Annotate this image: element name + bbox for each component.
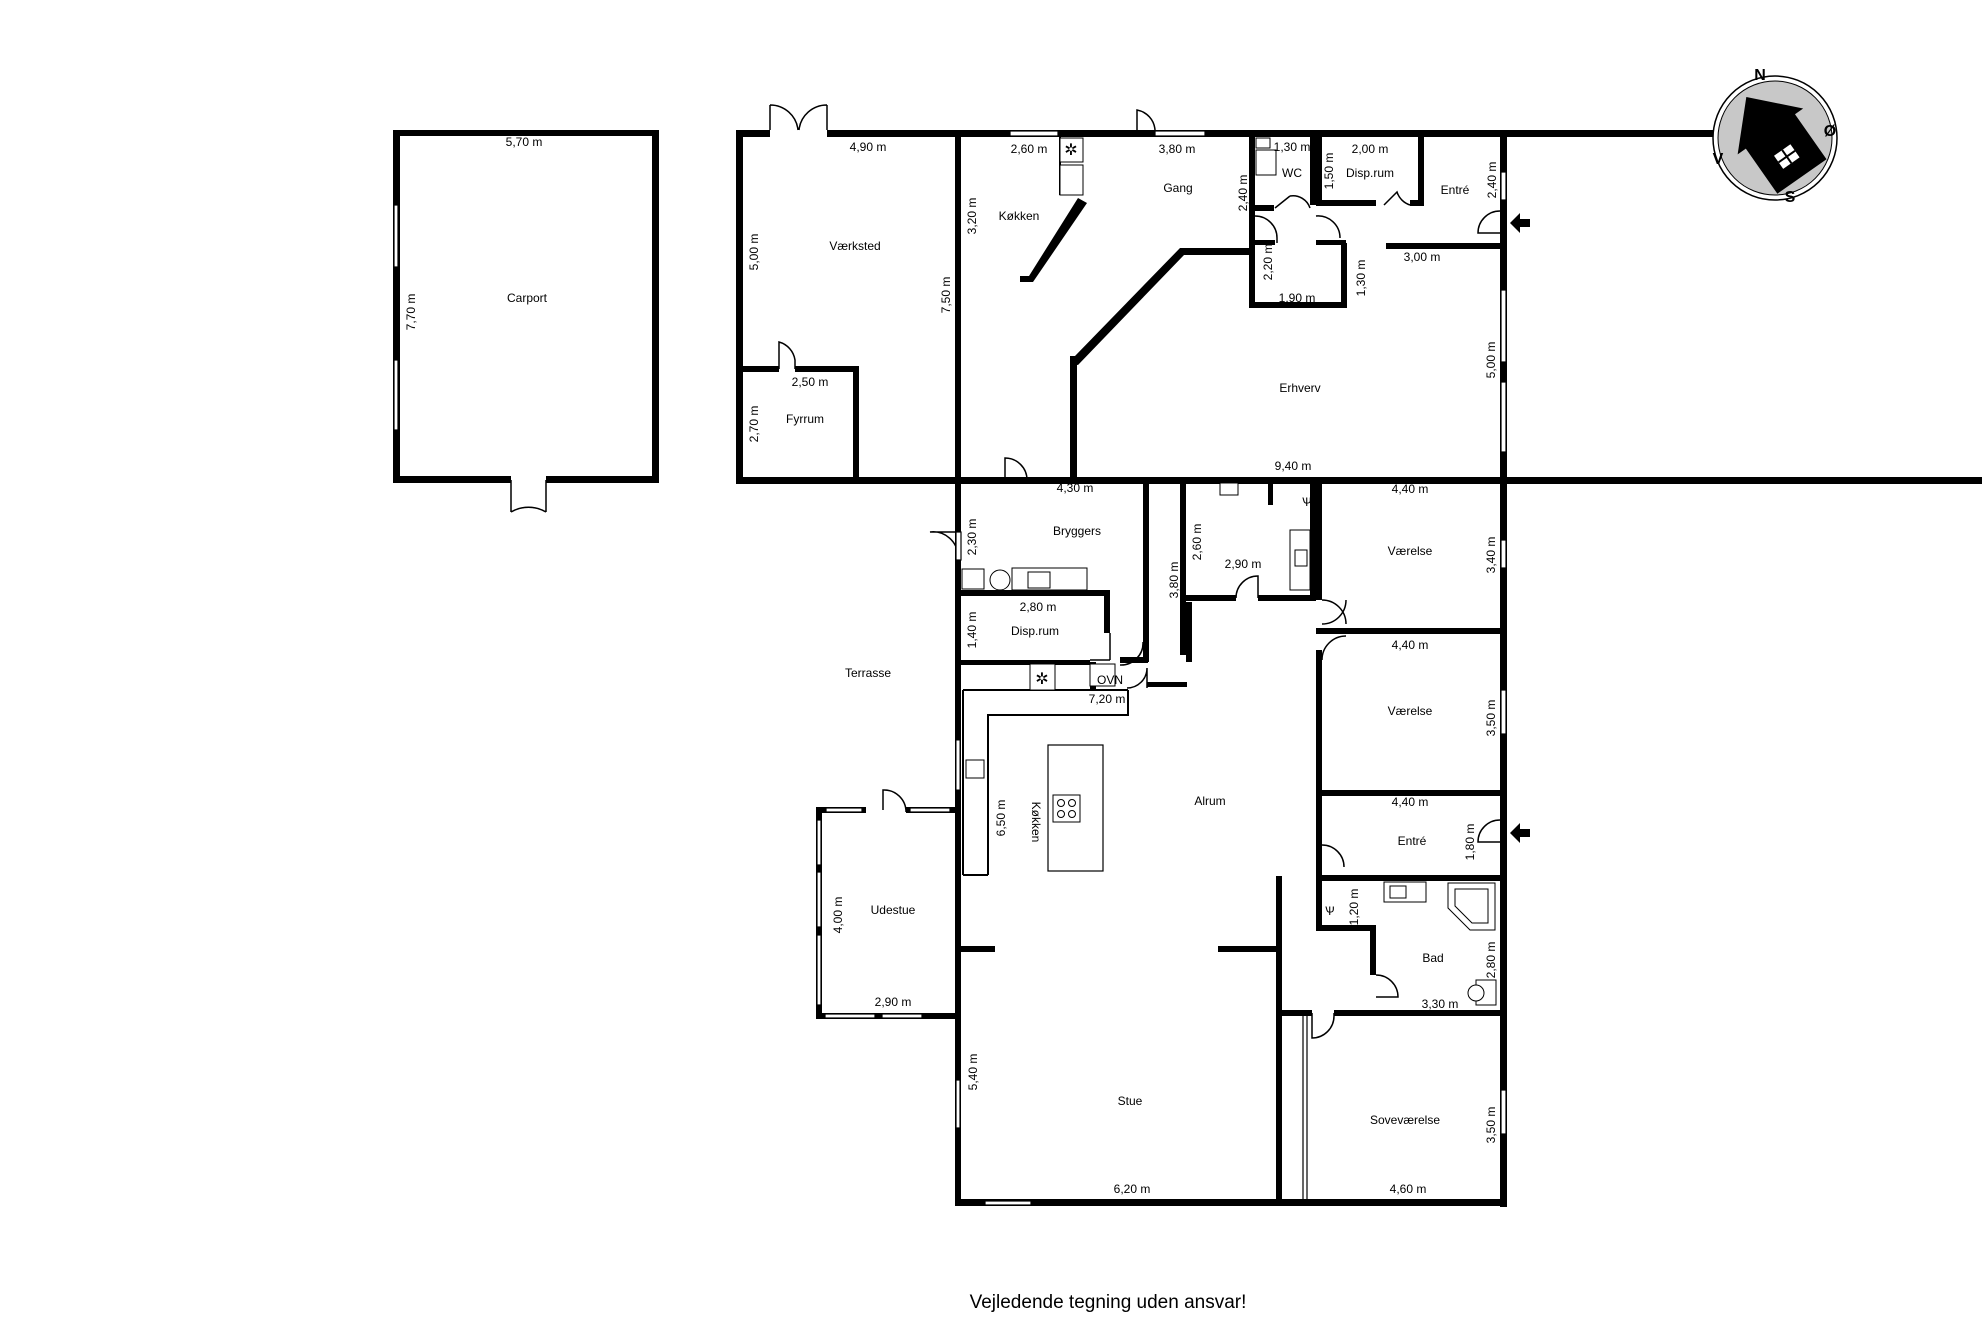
disclaimer-text: Vejledende tegning uden ansvar!	[970, 1292, 1247, 1313]
dim-hall-w: 1,90 m	[1279, 291, 1316, 305]
dim-stue-w: 6,20 m	[1114, 1182, 1151, 1196]
room-carport: Carport	[507, 291, 548, 305]
dim-disprum-w: 2,00 m	[1352, 142, 1389, 156]
dim-bad-h2: 2,80 m	[1484, 942, 1498, 979]
dim-vaerksted-h2: 7,50 m	[939, 277, 953, 314]
kitchen-mid-fixtures: ✲	[955, 662, 1129, 876]
dim-wc-w: 1,30 m	[1274, 140, 1311, 154]
workshop-doors	[769, 104, 828, 131]
room-disprum-top: Disp.rum	[1346, 166, 1394, 180]
room-vaerelse-2: Værelse	[1388, 704, 1433, 718]
room-labels: Carport Værksted Fyrrum Køkken Gang WC D…	[507, 166, 1470, 1127]
dim-carport-h: 7,70 m	[404, 294, 418, 331]
room-stue: Stue	[1118, 1094, 1143, 1108]
room-disprum-mid: Disp.rum	[1011, 624, 1059, 638]
dim-koekken-w: 2,60 m	[1011, 142, 1048, 156]
outer-walls	[736, 130, 1982, 1207]
dim-entre2-w: 4,40 m	[1392, 795, 1429, 809]
room-gang: Gang	[1163, 181, 1192, 195]
dim-bath-h: 2,60 m	[1190, 524, 1204, 561]
dim-bryggers-h: 2,30 m	[965, 519, 979, 556]
dim-vaerksted-h: 5,00 m	[747, 234, 761, 271]
dim-bath-w: 2,90 m	[1225, 557, 1262, 571]
dim-disprum2-h: 1,40 m	[965, 612, 979, 649]
dim-vaer2-h: 3,50 m	[1484, 700, 1498, 737]
room-vaerelse-1: Værelse	[1388, 544, 1433, 558]
dim-carport-w: 5,70 m	[506, 135, 543, 149]
dim-entre2-h: 1,80 m	[1463, 824, 1477, 861]
fyrrum-walls	[736, 341, 859, 482]
dim-disprum2-w: 2,80 m	[1020, 600, 1057, 614]
dimension-labels: 5,70 m 7,70 m 4,90 m 5,00 m 7,50 m 2,50 …	[404, 135, 1499, 1196]
shower-icon-bad: Ѱ	[1325, 904, 1335, 918]
dim-fyrrum-w: 2,50 m	[792, 375, 829, 389]
udestue-walls	[816, 789, 961, 1019]
dim-sove-h: 3,50 m	[1484, 1107, 1498, 1144]
room-entre-top: Entré	[1441, 183, 1470, 197]
room-terrasse: Terrasse	[845, 666, 891, 680]
compass-s: S	[1785, 189, 1796, 206]
room-udestue: Udestue	[871, 903, 916, 917]
dim-disprum-h: 1,50 m	[1322, 153, 1336, 190]
kitchen-top-walls: ✲	[1009, 130, 1087, 282]
dim-wc-h: 2,40 m	[1236, 175, 1250, 212]
dim-fyrrum-h: 2,70 m	[747, 406, 761, 443]
dim-kitchen-w: 7,20 m	[1089, 692, 1126, 706]
dim-bad-h1: 1,20 m	[1347, 889, 1361, 926]
shower-icon: Ѱ	[1302, 495, 1312, 509]
dim-udestue-w: 2,90 m	[875, 995, 912, 1009]
room-bryggers: Bryggers	[1053, 524, 1101, 538]
dim-erhverv-w2: 9,40 m	[1275, 459, 1312, 473]
right-wing-walls	[1316, 477, 1530, 881]
room-koekken-mid: Køkken	[1029, 802, 1043, 843]
dim-entre-h: 2,40 m	[1485, 162, 1499, 199]
carport-structure	[393, 130, 659, 513]
dim-stue-h: 5,40 m	[966, 1054, 980, 1091]
erhverv-windows	[1500, 289, 1507, 453]
dim-vaer2-w: 4,40 m	[1392, 638, 1429, 652]
entre-top-walls	[1316, 130, 1530, 249]
room-wc: WC	[1282, 166, 1302, 180]
alrum-walls	[955, 602, 1282, 1206]
room-koekken-top: Køkken	[999, 209, 1040, 223]
sove-walls	[1276, 876, 1507, 1206]
dim-erhverv-w1: 3,00 m	[1404, 250, 1441, 264]
dim-vaer1-w: 4,40 m	[1392, 482, 1429, 496]
dim-bryggers-w: 4,30 m	[1057, 481, 1094, 495]
room-vaerksted: Værksted	[829, 239, 880, 253]
dim-hall-h: 2,20 m	[1261, 244, 1275, 281]
dim-kitchen-h: 6,50 m	[994, 800, 1008, 837]
dim-gang-w: 3,80 m	[1159, 142, 1196, 156]
compass: N Ø S V	[1712, 67, 1838, 206]
compass-o: Ø	[1824, 123, 1836, 140]
room-sovevaerelse: Soveværelse	[1370, 1113, 1440, 1127]
dim-bryggers-h2: 3,80 m	[1167, 562, 1181, 599]
dim-vaer1-h: 3,40 m	[1484, 537, 1498, 574]
bad-walls: Ѱ	[1316, 875, 1507, 1016]
stove-icon-mid: ✲	[1035, 671, 1048, 688]
dim-bad-w: 3,30 m	[1422, 997, 1459, 1011]
compass-n: N	[1754, 67, 1766, 84]
dim-vaerksted-w: 4,90 m	[850, 140, 887, 154]
dim-udestue-h: 4,00 m	[831, 897, 845, 934]
bryggers-walls: Ѱ	[929, 457, 1316, 666]
room-fyrrum: Fyrrum	[786, 412, 824, 426]
dim-hall-h2: 1,30 m	[1354, 260, 1368, 297]
compass-v: V	[1713, 151, 1724, 168]
dim-erhverv-h: 5,00 m	[1484, 342, 1498, 379]
room-entre-mid: Entré	[1398, 834, 1427, 848]
room-bad: Bad	[1422, 951, 1443, 965]
stove-icon: ✲	[1064, 142, 1077, 159]
oven-label: OVN	[1097, 673, 1123, 687]
dim-koekken-h: 3,20 m	[965, 198, 979, 235]
room-alrum: Alrum	[1194, 794, 1225, 808]
gang-walls	[1070, 109, 1347, 482]
dim-sove-w: 4,60 m	[1390, 1182, 1427, 1196]
room-erhverv: Erhverv	[1279, 381, 1320, 395]
